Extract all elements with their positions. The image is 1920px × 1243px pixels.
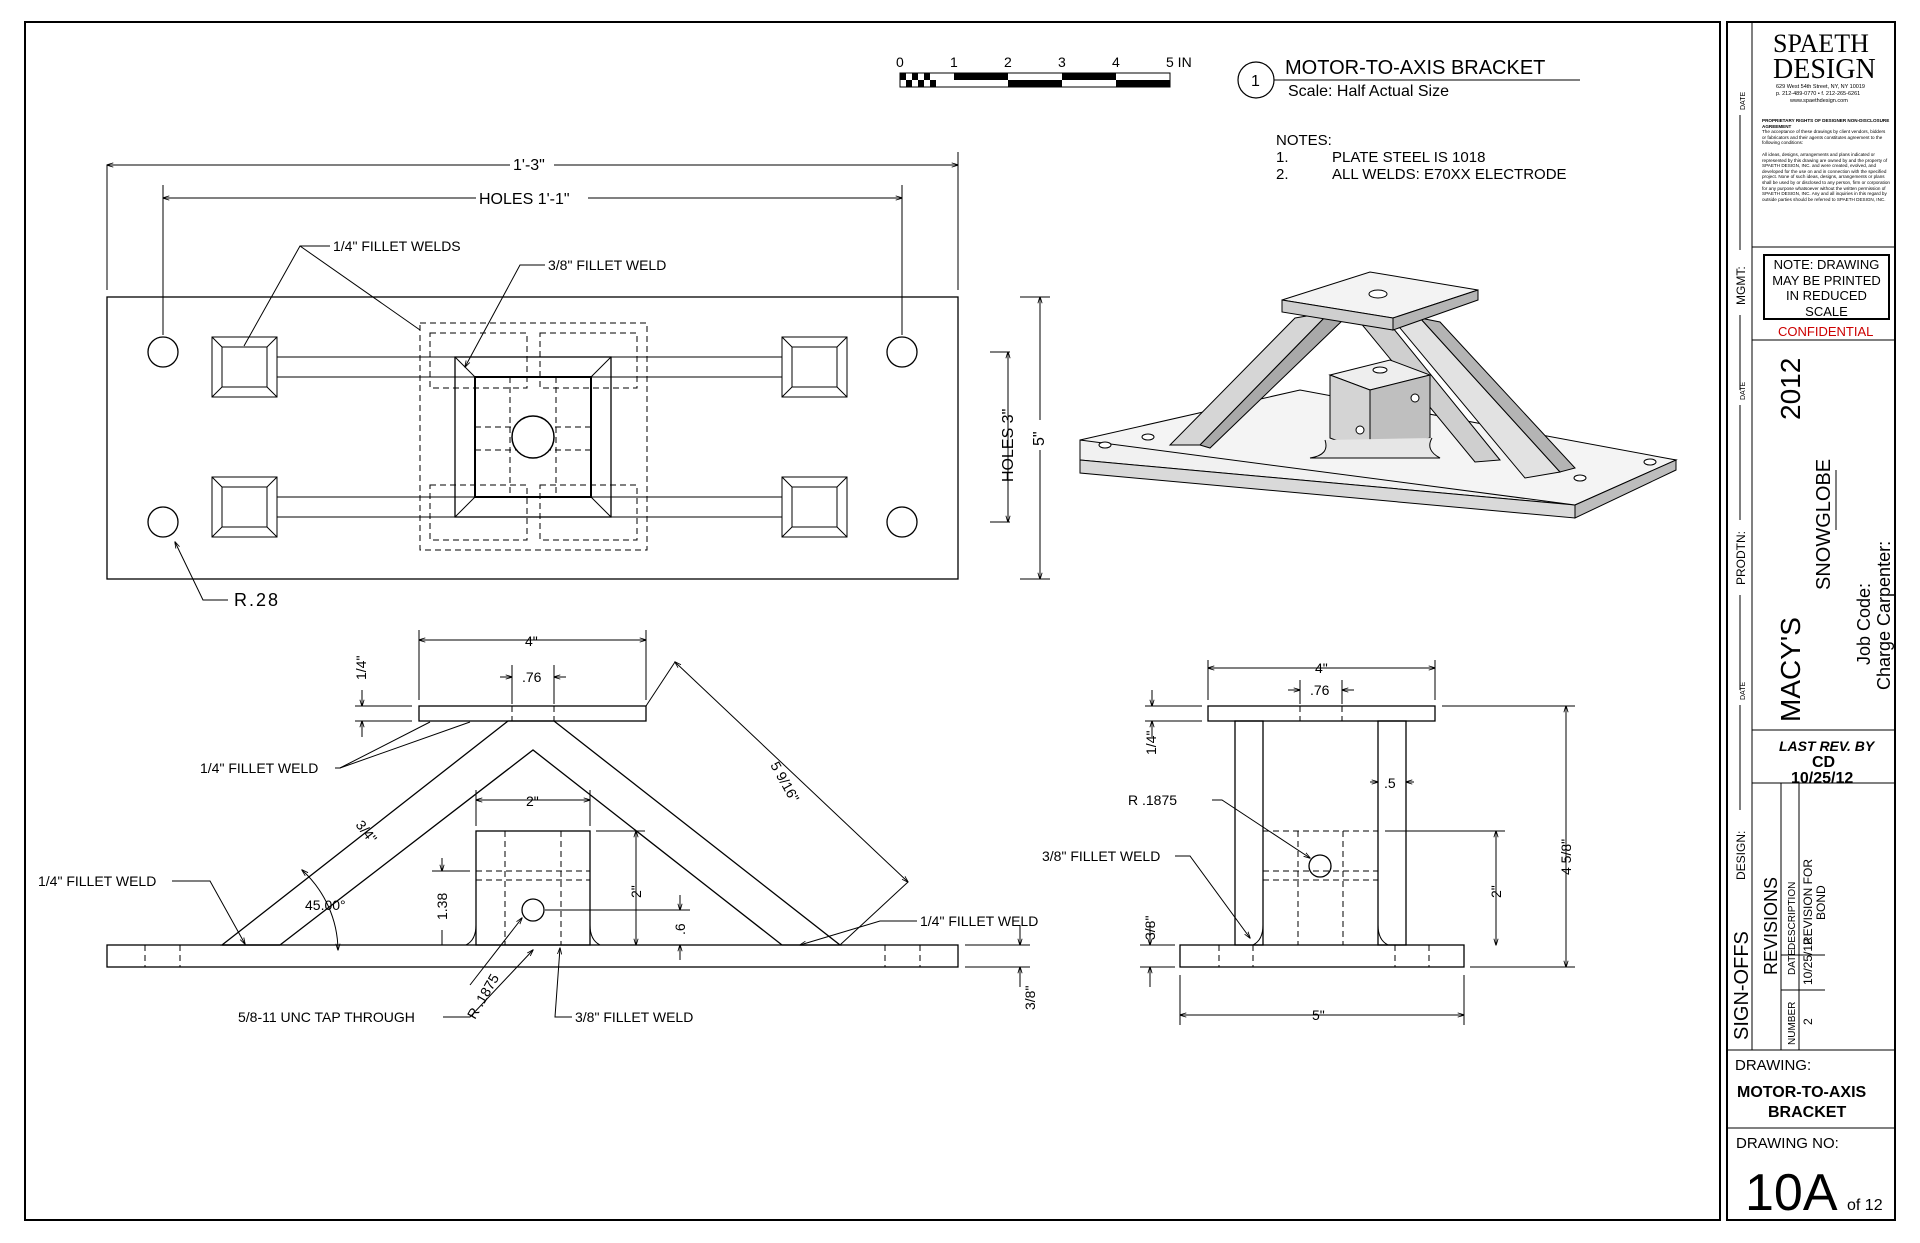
front-dim-block-width: 2" bbox=[526, 793, 539, 809]
detail-header: 1 MOTOR-TO-AXIS BRACKET Scale: Half Actu… bbox=[1237, 57, 1580, 100]
side-dim-top-thickness: 1/4" bbox=[1143, 731, 1159, 755]
revision-col-number: NUMBER bbox=[1787, 1002, 1798, 1045]
scale-tick-1: 1 bbox=[950, 54, 958, 70]
scale-bar: 0 1 2 3 4 5 IN bbox=[896, 54, 1192, 88]
revision-description-line2: BOND bbox=[1814, 885, 1828, 920]
revisions-label: REVISIONS bbox=[1761, 877, 1781, 975]
side-view: 4" .76 1/4" .5 R .1875 3/8" FILLET WELD … bbox=[1042, 660, 1575, 1025]
project-name: SNOWGLOBE bbox=[1813, 459, 1835, 590]
scale-tick-2: 2 bbox=[1004, 54, 1012, 70]
drawing-title-line1: MOTOR-TO-AXIS bbox=[1737, 1084, 1867, 1101]
side-dim-hole-offset: .76 bbox=[1310, 682, 1330, 698]
dim-holes-vertical: HOLES 3" bbox=[1000, 409, 1017, 482]
side-dim-strut-thickness: .5 bbox=[1384, 775, 1396, 791]
front-dim-angle: 45.00° bbox=[305, 897, 346, 913]
charge-carpenter-label: Charge Carpenter: bbox=[1874, 541, 1894, 690]
drawing-number: 10A bbox=[1745, 1164, 1838, 1222]
title-block: DATE MGMT: DATE PRODTN: DATE DESIGN: SIG… bbox=[1727, 22, 1895, 1222]
side-dim-radius: R .1875 bbox=[1128, 792, 1177, 808]
front-dim-plate-width: 4" bbox=[525, 633, 538, 649]
front-label-tap: 5/8-11 UNC TAP THROUGH bbox=[238, 1009, 415, 1025]
prodtn-label: PRODTN: bbox=[1734, 531, 1748, 585]
dim-width: 5" bbox=[1031, 431, 1048, 446]
drawing-border bbox=[24, 21, 1721, 1221]
confidential-label: CONFIDENTIAL bbox=[1778, 324, 1873, 339]
title-block-border bbox=[1726, 21, 1896, 1221]
rights-text: All ideas, designs, arrangements and pla… bbox=[1762, 151, 1890, 202]
drawing-no-label: DRAWING NO: bbox=[1736, 1135, 1839, 1152]
label-center-fillet: 3/8" FILLET WELD bbox=[548, 257, 666, 273]
revision-date: 10/25/12 bbox=[1801, 938, 1815, 985]
front-label-fillet-left: 1/4" FILLET WELD bbox=[38, 873, 156, 889]
front-dim-strut-width: 3/4" bbox=[353, 817, 381, 846]
front-dim-block-offset: 1.38 bbox=[434, 893, 450, 920]
side-dim-plate-width: 4" bbox=[1315, 660, 1328, 676]
last-rev-by: CD bbox=[1812, 754, 1835, 771]
revision-col-description: DESCRIPTION bbox=[1787, 882, 1798, 950]
front-dim-top-thickness: 1/4" bbox=[353, 656, 369, 680]
detail-number: 1 bbox=[1251, 73, 1260, 90]
note-1-number: 1. bbox=[1276, 149, 1289, 166]
revision-description-line1: REVISION FOR bbox=[1801, 859, 1815, 945]
project-year: 2012 bbox=[1775, 358, 1806, 420]
drawing-scale: Scale: Half Actual Size bbox=[1288, 83, 1449, 100]
side-dim-base-thickness: 3/8" bbox=[1142, 916, 1158, 940]
scale-tick-4: 4 bbox=[1112, 54, 1120, 70]
front-dim-base-thickness: 3/8" bbox=[1022, 986, 1038, 1010]
top-view: 1'-3" HOLES 1'-1" 1/4" FILLET WELDS 3/8"… bbox=[107, 152, 1050, 610]
client-name: MACY'S bbox=[1775, 617, 1806, 722]
front-dim-radius: R .1875 bbox=[464, 971, 502, 1022]
company-logo-line2: DESIGN bbox=[1773, 54, 1876, 85]
dim-holes-spacing: HOLES 1'-1" bbox=[479, 191, 570, 208]
job-code-label: Job Code: bbox=[1854, 583, 1874, 665]
scale-tick-0: 0 bbox=[896, 54, 904, 70]
isometric-view bbox=[1079, 271, 1678, 519]
note-1-text: PLATE STEEL IS 1018 bbox=[1332, 149, 1485, 166]
date-label-1: DATE bbox=[1740, 92, 1747, 110]
drawing-title: MOTOR-TO-AXIS BRACKET bbox=[1285, 57, 1545, 79]
side-label-fillet: 3/8" FILLET WELD bbox=[1042, 848, 1160, 864]
signoffs-label: SIGN-OFFS bbox=[1731, 931, 1753, 1040]
proprietary-heading: PROPRIETARY RIGHTS OF DESIGNER NON-DISCL… bbox=[1762, 118, 1890, 129]
revision-col-date: DATE bbox=[1787, 949, 1798, 975]
last-rev-date: 10/25/12 bbox=[1791, 770, 1853, 787]
company-phone: p. 212-489-0770 • f. 212-265-6261 bbox=[1776, 91, 1860, 97]
front-label-fillet-right: 1/4" FILLET WELD bbox=[920, 913, 1038, 929]
drawing-title-line2: BRACKET bbox=[1768, 1104, 1846, 1121]
company-web: www.spaethdesign.com bbox=[1789, 98, 1848, 104]
scale-tick-5: 5 IN bbox=[1166, 54, 1192, 70]
notes: NOTES: 1. PLATE STEEL IS 1018 2. ALL WEL… bbox=[1276, 132, 1567, 183]
front-dim-hole-offset: .76 bbox=[522, 669, 542, 685]
date-label-3: DATE bbox=[1740, 682, 1747, 700]
front-label-fillet-bottom: 3/8" FILLET WELD bbox=[575, 1009, 693, 1025]
last-rev-label: LAST REV. BY bbox=[1779, 738, 1876, 754]
drawing-of-total: of 12 bbox=[1847, 1197, 1883, 1214]
front-dim-hole-height: .6 bbox=[672, 923, 688, 935]
dim-overall-length: 1'-3" bbox=[513, 157, 545, 174]
date-label-2: DATE bbox=[1740, 382, 1747, 400]
revision-number: 2 bbox=[1801, 1018, 1815, 1025]
side-dim-base-width: 5" bbox=[1312, 1007, 1325, 1023]
design-label: DESIGN: bbox=[1734, 831, 1748, 880]
label-fillet-welds: 1/4" FILLET WELDS bbox=[333, 238, 461, 254]
reduced-scale-note: NOTE: DRAWING MAY BE PRINTED IN REDUCED … bbox=[1772, 257, 1881, 319]
front-dim-block-height: 2" bbox=[628, 885, 644, 898]
dim-hole-radius: R.28 bbox=[234, 590, 280, 610]
proprietary-text: The acceptance of these drawings by clie… bbox=[1762, 129, 1886, 146]
company-logo-line1: SPAETH bbox=[1773, 29, 1869, 58]
drawing-label: DRAWING: bbox=[1735, 1057, 1811, 1074]
notes-heading: NOTES: bbox=[1276, 132, 1332, 149]
note-2-number: 2. bbox=[1276, 166, 1289, 183]
scale-tick-3: 3 bbox=[1058, 54, 1066, 70]
front-view: 4" .76 1/4" 1/4" FILLET WELD 5 9/16" 3/4… bbox=[38, 630, 1038, 1025]
front-dim-strut-length: 5 9/16" bbox=[767, 759, 802, 805]
front-label-fillet-top: 1/4" FILLET WELD bbox=[200, 760, 318, 776]
company-address: 629 West 54th Street, NY, NY 10019 bbox=[1776, 84, 1865, 90]
side-dim-total-height: 4 5/8" bbox=[1558, 839, 1574, 875]
note-2-text: ALL WELDS: E70XX ELECTRODE bbox=[1332, 166, 1567, 183]
side-dim-block-height: 2" bbox=[1488, 885, 1504, 898]
mgmt-label: MGMT: bbox=[1734, 266, 1748, 305]
